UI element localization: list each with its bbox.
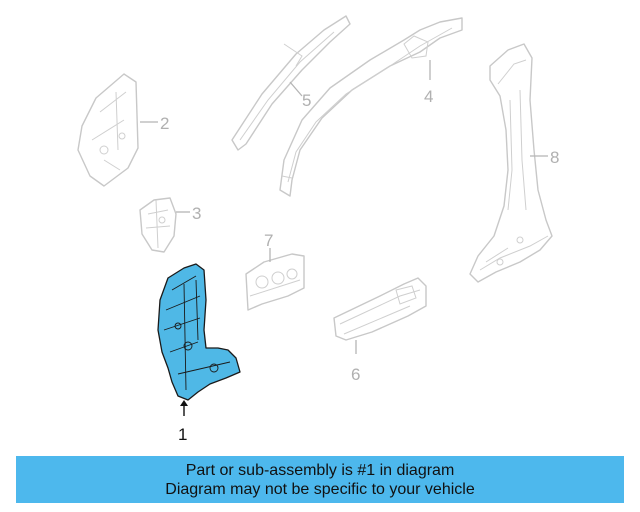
callout-5-line <box>289 81 303 97</box>
parts-diagram: 2 3 5 4 8 7 <box>77 15 559 444</box>
banner-line-1: Part or sub-assembly is #1 in diagram <box>185 461 455 479</box>
callout-6: 6 <box>351 365 360 384</box>
callout-7: 7 <box>264 231 273 250</box>
callout-3: 3 <box>192 204 201 223</box>
callout-1: 1 <box>178 425 187 444</box>
banner-line-2: Diagram may not be specific to your vehi… <box>165 480 475 498</box>
info-banner: Part or sub-assembly is #1 in diagram Di… <box>16 456 624 503</box>
part-1-highlighted[interactable] <box>157 263 241 401</box>
part-2[interactable] <box>77 73 139 187</box>
callout-1-arrow-icon <box>180 400 188 406</box>
part-6[interactable] <box>333 277 427 341</box>
part-4[interactable] <box>279 17 463 197</box>
part-3[interactable] <box>139 197 177 253</box>
callout-8: 8 <box>550 148 559 167</box>
callout-5: 5 <box>302 91 311 110</box>
part-5[interactable] <box>231 15 351 151</box>
callout-4: 4 <box>424 87 433 106</box>
part-8[interactable] <box>469 43 553 283</box>
part-7[interactable] <box>245 253 305 311</box>
callout-2: 2 <box>160 114 169 133</box>
